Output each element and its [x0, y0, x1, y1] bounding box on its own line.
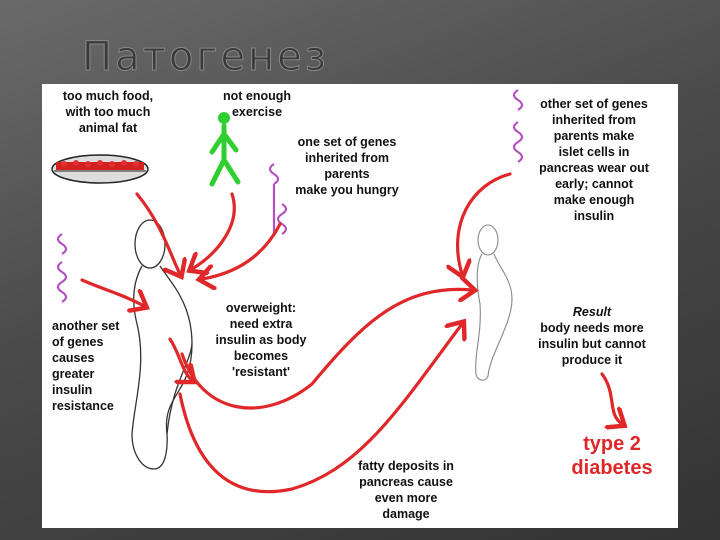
- gene-icon: [512, 89, 524, 163]
- arrow-overweight-to-result: [180, 289, 472, 410]
- label-food: too much food, with too much animal fat: [62, 89, 154, 135]
- arrow-food: [135, 192, 180, 274]
- label-fatty-deposits: fatty deposits in pancreas cause even mo…: [358, 459, 454, 521]
- label-overweight: overweight: need extra insulin as body b…: [215, 301, 307, 379]
- gene-icon: [56, 233, 68, 303]
- arrow-genes-resistance: [80, 278, 144, 306]
- label-result-title: Result: [572, 305, 612, 319]
- fatty-food-plate-icon: [51, 154, 149, 184]
- arrow-to-diabetes: [600, 372, 622, 424]
- label-exercise: not enough exercise: [222, 89, 292, 119]
- diagram-panel: too much food, with too much animal fat …: [42, 84, 678, 528]
- label-genes-resistance: another set of genes causes greater insu…: [52, 319, 120, 413]
- label-genes-hungry: one set of genes inherited from parents …: [295, 135, 399, 197]
- diagram-graphics: [51, 89, 678, 494]
- arrow-genes-islet: [458, 172, 512, 274]
- arrow-body-to-overweight: [168, 337, 192, 380]
- label-result-body: body needs more insulin but cannot produ…: [538, 321, 646, 367]
- label-genes-islet: other set of genes inherited from parent…: [539, 97, 649, 223]
- gene-icon: [268, 163, 288, 235]
- arrow-genes-hungry: [202, 222, 282, 279]
- label-type-2-diabetes: type 2 diabetes: [571, 433, 653, 479]
- slide-title: Патогенез: [81, 34, 330, 81]
- walking-figure-icon: [209, 112, 241, 187]
- thin-body-outline: [475, 224, 513, 381]
- arrow-exercise: [192, 192, 236, 269]
- arrow-fatty-deposits: [178, 324, 462, 494]
